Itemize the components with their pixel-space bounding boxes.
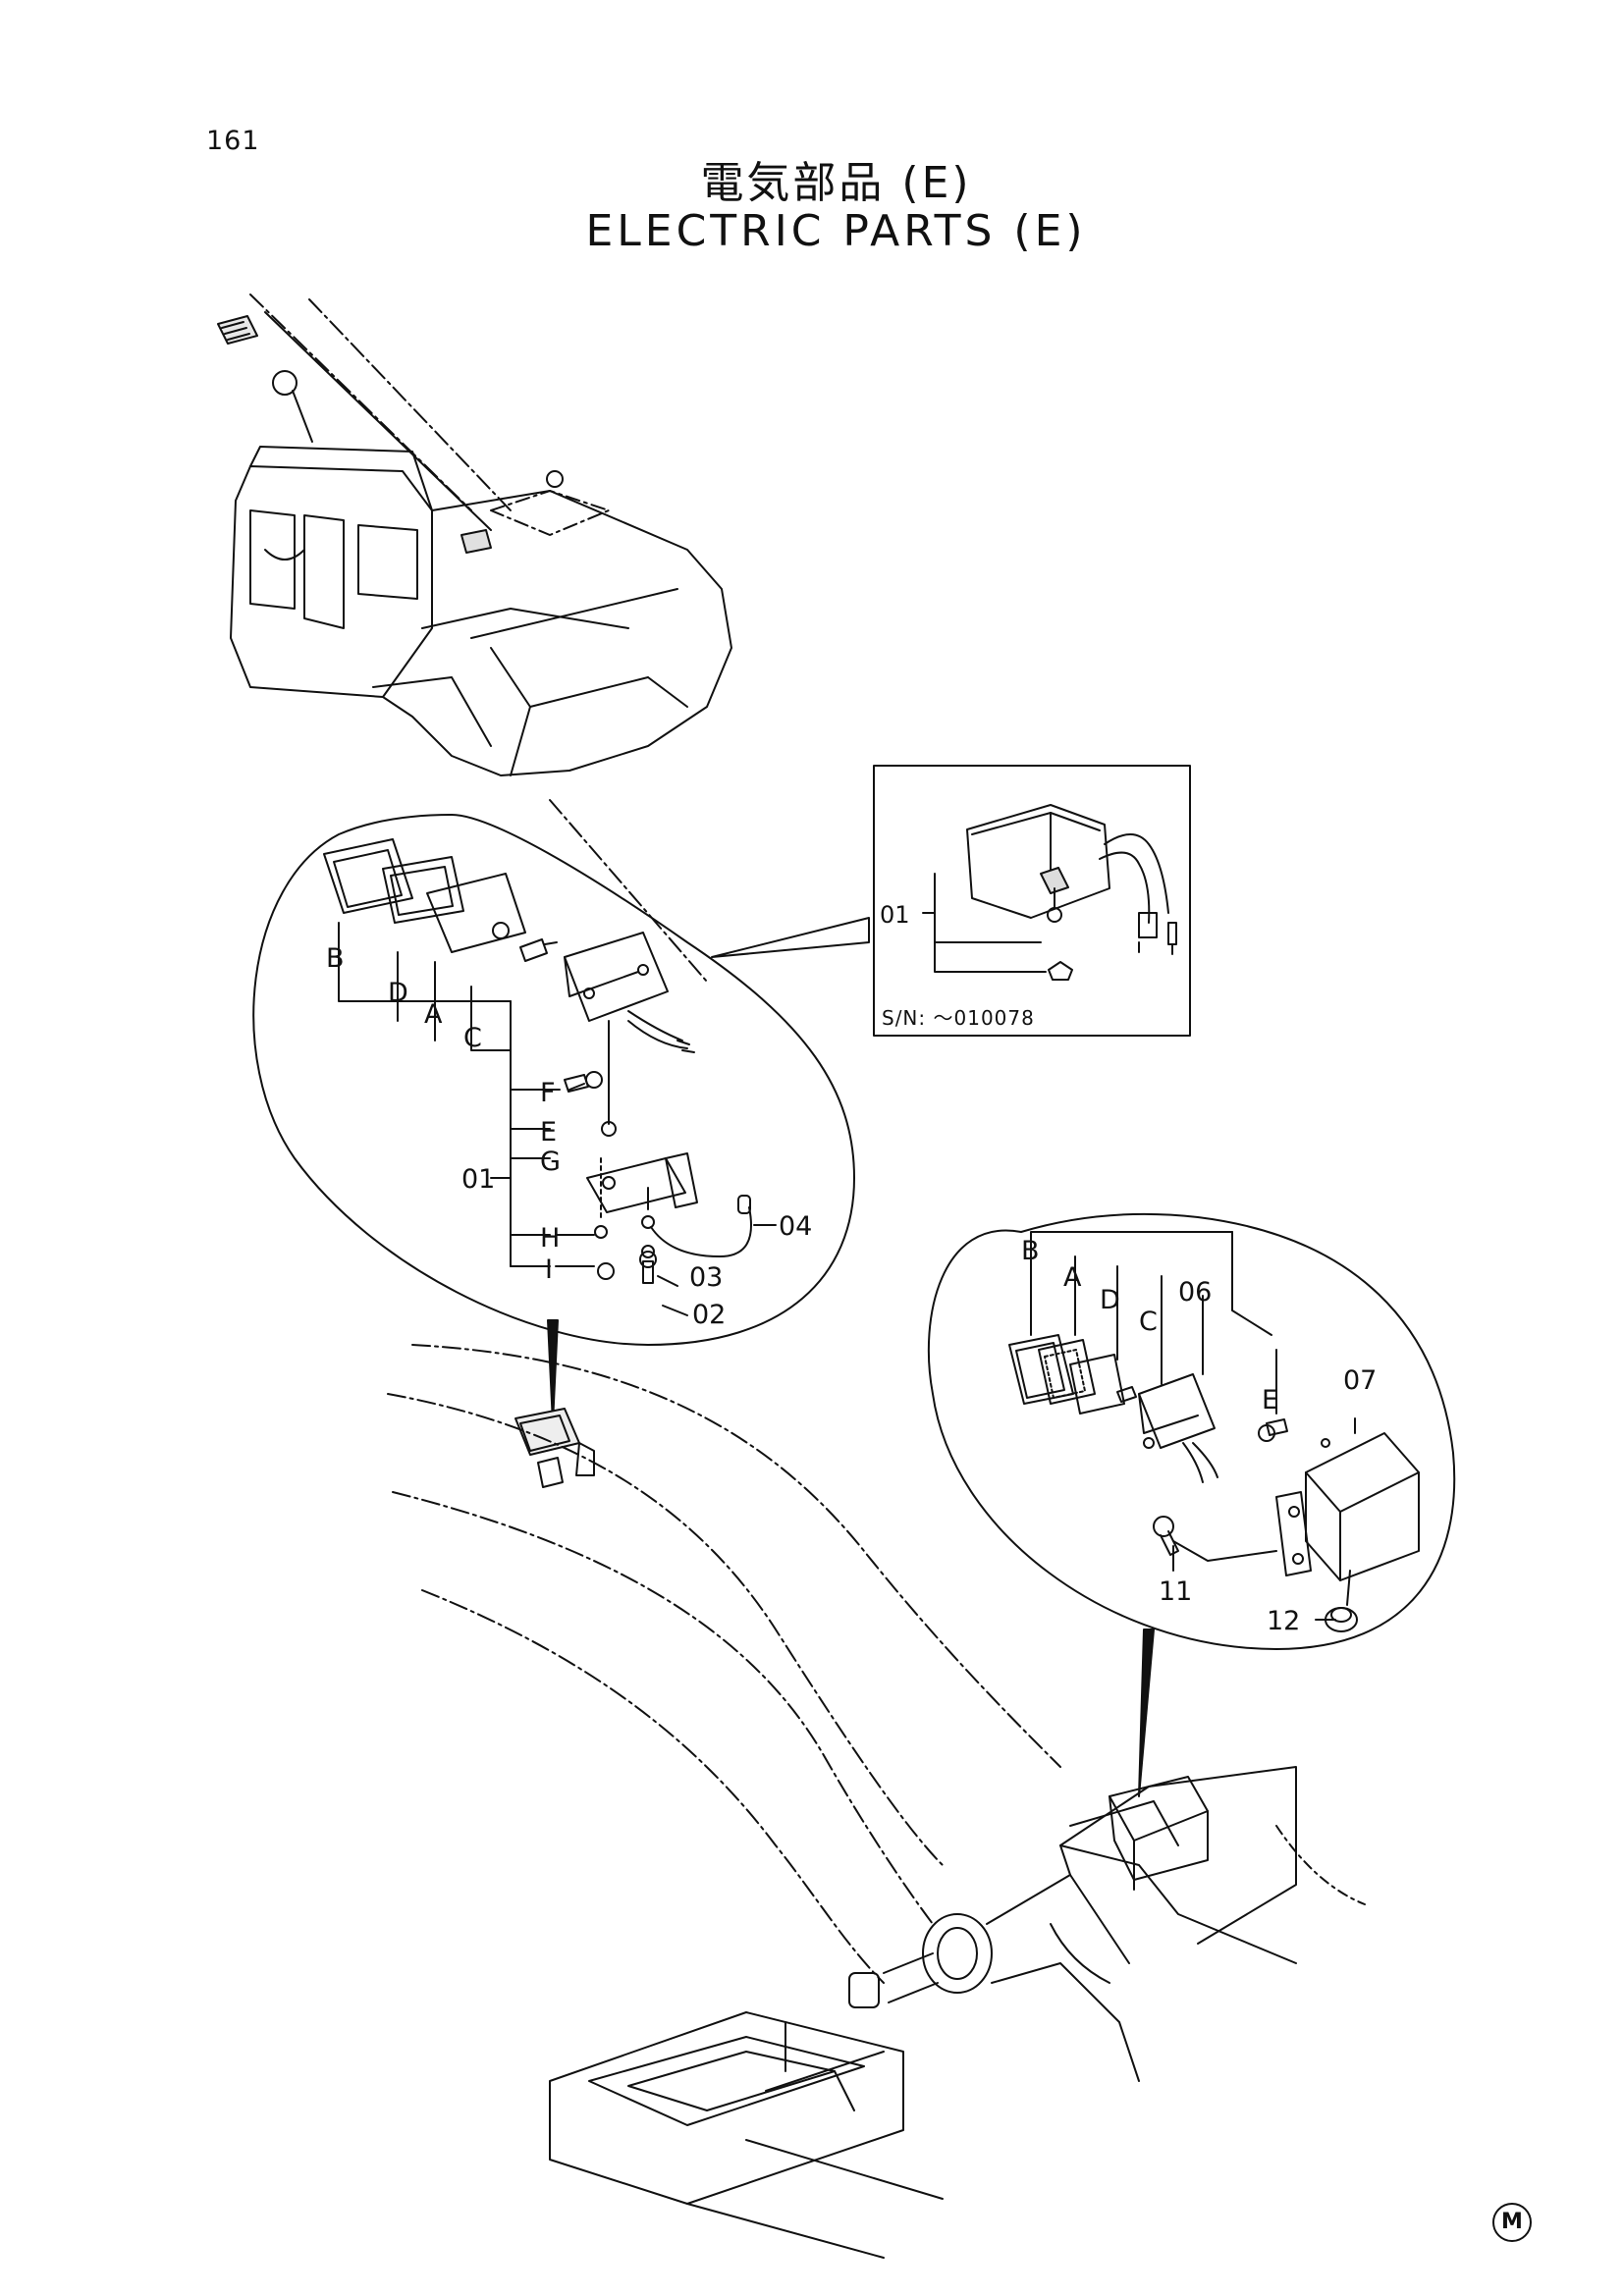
label-04: 04 [779,1211,812,1242]
label-b-left: B [326,943,345,974]
page-title-english: ELECTRIC PARTS (E) [585,206,1087,256]
label-07: 07 [1343,1365,1377,1396]
label-c-right: C [1139,1307,1158,1337]
lower-boom-and-frame [387,1344,1366,2259]
label-i: I [545,1255,553,1285]
label-03: 03 [689,1262,723,1293]
corner-mark-icon: M [1492,2203,1532,2242]
left-callout [252,799,870,1424]
label-c-left: C [463,1023,482,1053]
label-g: G [540,1147,561,1177]
boom-mounted-light [514,1408,595,1488]
serial-number-note: S/N: ～010078 [882,1006,1035,1030]
label-f: F [540,1078,556,1108]
label-01-left: 01 [461,1164,495,1195]
label-11: 11 [1159,1576,1192,1607]
label-h: H [540,1223,560,1254]
label-a-left: A [424,999,443,1030]
label-e-left: E [540,1117,557,1148]
right-callout [927,1212,1456,1797]
label-e-right: E [1262,1385,1278,1415]
page-title-japanese: 電気部品 (E) [700,158,972,208]
label-06: 06 [1178,1277,1212,1308]
page-number: 161 [206,126,260,156]
label-d-left: D [388,978,408,1008]
label-b-right: B [1021,1236,1040,1266]
label-02: 02 [692,1300,726,1330]
inset-label-01: 01 [880,901,910,929]
excavator-cab-illustration [217,294,732,776]
label-a-right: A [1063,1262,1082,1293]
label-12: 12 [1267,1606,1300,1636]
left-callout-labels: B D A C F E G 01 H I 04 03 02 [326,943,812,1330]
serial-inset-box: 01 S/N: ～010078 [873,765,1191,1037]
right-callout-labels: B A D C 06 E 07 11 12 [1021,1236,1377,1636]
label-d-right: D [1100,1285,1120,1315]
